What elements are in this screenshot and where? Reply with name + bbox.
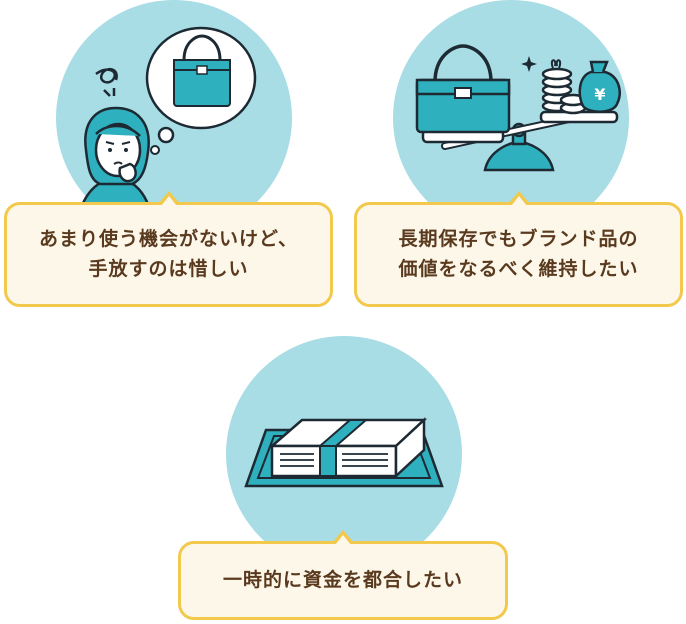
card2-speech-bubble: 長期保存でもブランド品の 価値をなるべく維持したい [354,191,683,307]
yen-symbol: ¥ [594,85,605,104]
card3-line-1: 一時的に資金を都合したい [222,568,463,591]
card1-line-2: 手放すのは惜しい [88,257,249,280]
cash-tray-illustration [244,417,444,488]
card1-line-1: あまり使う機会がないけど、 [38,228,299,251]
card3-speech-bubble: 一時的に資金を都合したい [178,530,508,620]
card2-line-2: 価値をなるべく維持したい [398,257,639,280]
handbag-scale-illustration: ¥ [415,44,621,172]
card1-speech-bubble: あまり使う機会がないけど、 手放すのは惜しい [4,191,333,307]
card2-line-1: 長期保存でもブランド品の [398,228,639,251]
worried-woman-illustration [74,26,257,236]
